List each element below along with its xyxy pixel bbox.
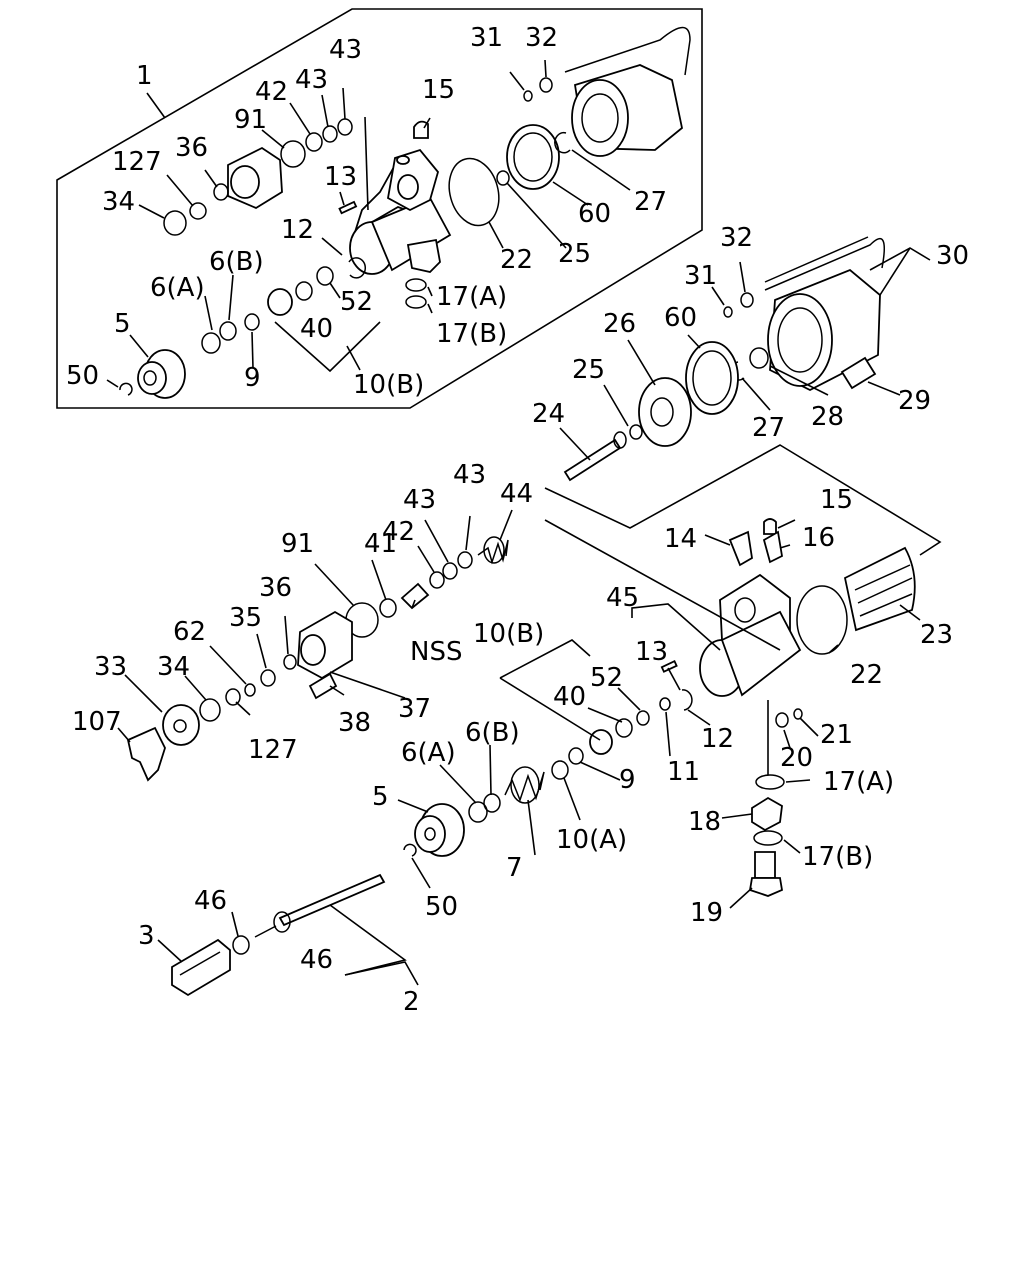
callout-label: 25 xyxy=(572,355,605,385)
callout-label: 6(B) xyxy=(209,247,264,277)
callout-label: 27 xyxy=(752,413,785,443)
callout-label: 36 xyxy=(175,133,208,163)
callout-label: 50 xyxy=(66,361,99,391)
top-assembly-parts xyxy=(119,26,691,399)
callout-label: 60 xyxy=(578,199,611,229)
callout-label: 15 xyxy=(820,485,853,515)
callout-label: 40 xyxy=(553,682,586,712)
callout-label: 15 xyxy=(422,75,455,105)
callout-label: 10(B) xyxy=(473,619,544,649)
callout-label: 43 xyxy=(403,485,436,515)
callout-label: 33 xyxy=(94,652,127,682)
callout-label: 1 xyxy=(136,61,153,91)
callout-label: 40 xyxy=(300,314,333,344)
callout-label: 34 xyxy=(157,652,190,682)
callout-label: 107 xyxy=(72,707,122,737)
callout-label: 42 xyxy=(255,77,288,107)
callout-label: 7 xyxy=(506,853,523,883)
callout-label: 34 xyxy=(102,187,135,217)
callout-label: 17(B) xyxy=(436,319,507,349)
callout-label: 12 xyxy=(701,724,734,754)
callout-label: 6(A) xyxy=(401,738,456,768)
callout-label: 45 xyxy=(606,583,639,613)
callout-label: 44 xyxy=(500,479,533,509)
callout-label: 30 xyxy=(936,241,969,271)
callout-label: 19 xyxy=(690,898,723,928)
callout-label: 91 xyxy=(281,529,314,559)
callout-label: 29 xyxy=(898,386,931,416)
callout-label: 91 xyxy=(234,105,267,135)
callout-label: 35 xyxy=(229,603,262,633)
callout-label: 10(A) xyxy=(556,825,627,855)
callout-label: 52 xyxy=(590,663,623,693)
callout-label: 38 xyxy=(338,708,371,738)
callout-label: 46 xyxy=(300,945,333,975)
callout-label: 23 xyxy=(920,620,953,650)
callout-label: 60 xyxy=(664,303,697,333)
callout-label: 36 xyxy=(259,573,292,603)
callout-label: 9 xyxy=(619,765,636,795)
callout-label: 127 xyxy=(112,147,162,177)
callout-label: 32 xyxy=(525,23,558,53)
middle-assembly-parts xyxy=(126,518,916,997)
callout-label: 14 xyxy=(664,524,697,554)
callout-label: 2 xyxy=(403,987,420,1017)
callout-label: 37 xyxy=(398,694,431,724)
callout-label: 43 xyxy=(453,460,486,490)
callout-label: 43 xyxy=(295,65,328,95)
callout-label: 11 xyxy=(667,757,700,787)
callout-label: 52 xyxy=(340,287,373,317)
top-leader-lines xyxy=(106,59,631,388)
callout-label: 5 xyxy=(372,782,389,812)
callout-label: 25 xyxy=(558,239,591,269)
callout-label: 6(B) xyxy=(465,718,520,748)
callout-label: 28 xyxy=(811,402,844,432)
callout-label: 43 xyxy=(329,35,362,65)
callout-label: 13 xyxy=(324,162,357,192)
callout-label: 22 xyxy=(850,660,883,690)
callout-label: 50 xyxy=(425,892,458,922)
callout-label: 27 xyxy=(634,187,667,217)
callout-label: 10(B) xyxy=(353,370,424,400)
callout-label: 3 xyxy=(138,921,155,951)
booster-parts xyxy=(563,236,885,482)
booster-leader-lines xyxy=(544,247,942,556)
callout-label: 42 xyxy=(382,517,415,547)
callout-label: 12 xyxy=(281,215,314,245)
callout-label: 5 xyxy=(114,309,131,339)
callout-label: 62 xyxy=(173,617,206,647)
callout-label: 32 xyxy=(720,223,753,253)
callout-label: 31 xyxy=(470,23,503,53)
callout-label: 46 xyxy=(194,886,227,916)
callout-label: 13 xyxy=(635,637,668,667)
callout-label: 127 xyxy=(248,735,298,765)
callout-label: 41 xyxy=(364,529,397,559)
callout-label: 17(B) xyxy=(802,842,873,872)
callout-label: 20 xyxy=(780,743,813,773)
callout-label: NSS xyxy=(410,637,462,667)
callout-label: 31 xyxy=(684,261,717,291)
callout-label: 9 xyxy=(244,363,261,393)
callout-label: 21 xyxy=(820,720,853,750)
subassembly-frame xyxy=(56,8,703,409)
callout-label: 26 xyxy=(603,309,636,339)
callout-label: 24 xyxy=(532,399,565,429)
callout-label: 22 xyxy=(500,245,533,275)
callout-label: 17(A) xyxy=(436,282,507,312)
callout-label: 18 xyxy=(688,807,721,837)
callout-label: 17(A) xyxy=(823,767,894,797)
middle-leader-lines xyxy=(117,509,921,986)
callout-label: 6(A) xyxy=(150,273,205,303)
callout-label: 16 xyxy=(802,523,835,553)
